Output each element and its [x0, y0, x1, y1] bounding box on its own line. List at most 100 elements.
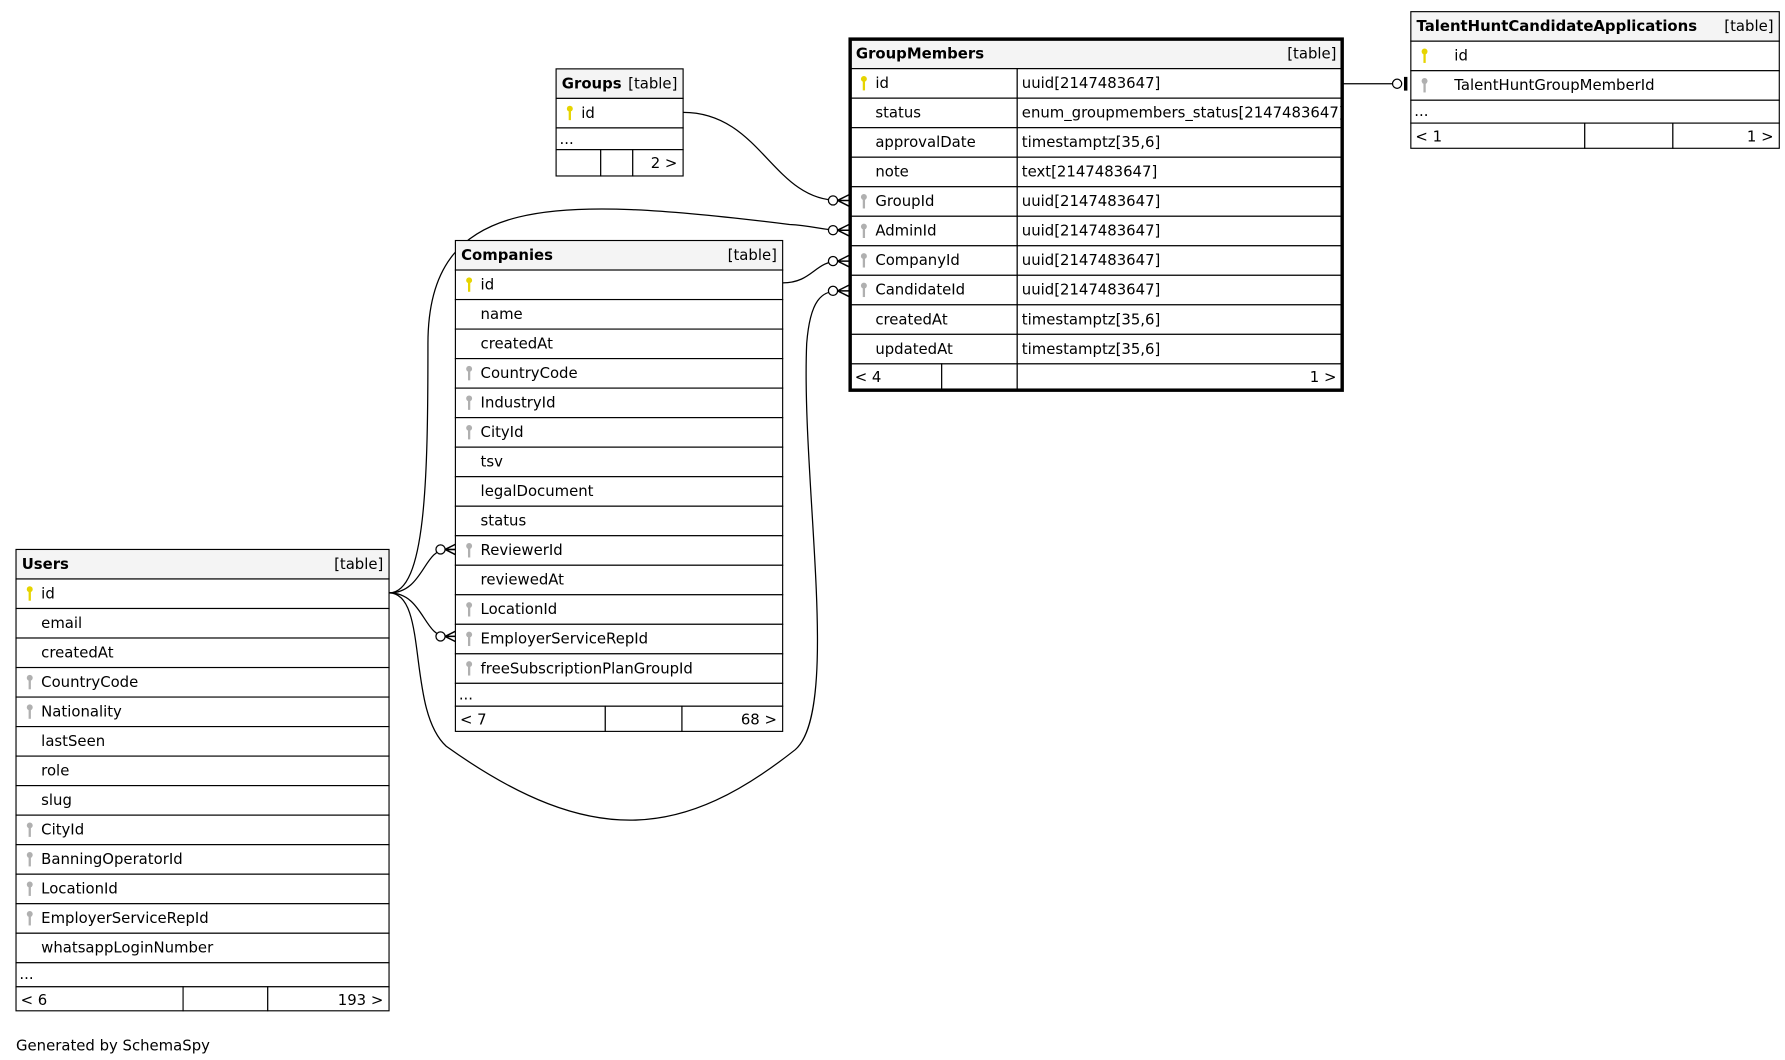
column-name: ReviewerId [481, 541, 563, 559]
column-row: role [15, 755, 390, 787]
many-optional-marker-icon [827, 223, 850, 237]
column-type: timestamptz[35,6] [1022, 340, 1160, 358]
column-name: LocationId [481, 600, 558, 618]
table-users[interactable]: Users[table]idemailcreatedAtCountryCodeN… [15, 548, 390, 1012]
foreign-key-icon [466, 395, 473, 410]
one-optional-marker-icon [1391, 76, 1408, 91]
column-name: TalentHuntGroupMemberId [1453, 76, 1654, 94]
column-row: lastSeen [15, 726, 390, 757]
nav-children[interactable]: 1 > [1747, 127, 1774, 145]
column-name: BanningOperatorId [41, 850, 182, 868]
primary-key-icon [1421, 48, 1428, 63]
foreign-key-icon [466, 543, 473, 558]
column-type: enum_groupmembers_status[2147483647] [1022, 104, 1345, 122]
column-row: EmployerServiceRepId [15, 903, 390, 934]
foreign-key-icon [860, 253, 867, 268]
foreign-key-icon [466, 365, 473, 381]
column-name: status [481, 512, 527, 530]
table-nav[interactable]: 2 > [555, 149, 684, 177]
table-nav[interactable]: < 4 1 > [849, 363, 1343, 391]
column-type: uuid[2147483647] [1022, 192, 1161, 210]
column-name: whatsappLoginNumber [41, 939, 214, 957]
column-type: uuid[2147483647] [1022, 251, 1161, 269]
column-name: legalDocument [481, 482, 594, 500]
many-optional-marker-icon [435, 630, 457, 643]
foreign-key-icon [466, 661, 473, 676]
column-name: id [481, 275, 495, 293]
column-name: CityId [41, 821, 84, 839]
table-name: Groups [562, 74, 622, 92]
column-name: approvalDate [875, 133, 975, 151]
primary-key-icon [566, 105, 573, 121]
foreign-key-icon [26, 881, 33, 896]
foreign-key-icon [26, 911, 33, 926]
nav-children[interactable]: 1 > [1310, 368, 1337, 386]
foreign-key-icon [860, 194, 867, 209]
table-kind: [table] [628, 74, 677, 92]
primary-key-icon [26, 586, 33, 601]
table-talenthunt[interactable]: TalentHuntCandidateApplications[table]id… [1410, 11, 1780, 149]
column-name: lastSeen [41, 732, 105, 750]
table-companies[interactable]: Companies[table]idnamecreatedAtCountryCo… [454, 239, 784, 732]
column-name: CountryCode [481, 364, 578, 382]
column-row: CityId [454, 417, 784, 448]
column-type: uuid[2147483647] [1022, 222, 1161, 240]
many-optional-marker-icon [435, 543, 457, 556]
column-row: BanningOperatorId [15, 844, 390, 875]
table-name: TalentHuntCandidateApplications [1417, 17, 1698, 35]
edge-users-companies-employerrep [389, 592, 456, 638]
foreign-key-icon [1421, 78, 1428, 93]
nav-children[interactable]: 193 > [338, 991, 384, 1009]
nav-parents[interactable]: < 4 [855, 368, 882, 386]
table-kind: [table] [1287, 45, 1336, 63]
column-type: text[2147483647] [1022, 163, 1157, 181]
column-name: CityId [481, 423, 524, 441]
nav-parents[interactable]: < 6 [21, 991, 48, 1009]
primary-key-icon [466, 277, 473, 292]
nav-parents[interactable]: < 7 [460, 711, 487, 729]
table-nav[interactable]: < 6 193 > [15, 986, 390, 1012]
column-name: createdAt [875, 310, 948, 328]
column-row: freeSubscriptionPlanGroupId [454, 653, 784, 684]
table-groups[interactable]: Groups[table]id...2 > [555, 68, 684, 177]
more-columns: ... [459, 685, 473, 703]
nav-children[interactable]: 2 > [651, 154, 678, 172]
column-name: tsv [481, 453, 504, 471]
table-kind: [table] [334, 555, 383, 573]
more-columns: ... [19, 965, 33, 983]
table-kind: [table] [728, 246, 777, 264]
foreign-key-icon [466, 631, 473, 647]
column-name: name [481, 305, 523, 323]
edge-users-companies-reviewer [389, 548, 456, 594]
column-name: reviewedAt [481, 571, 565, 589]
column-name: IndustryId [481, 394, 556, 412]
column-row: createdAt [454, 328, 784, 360]
column-row: createdAt [15, 637, 390, 669]
column-row: ReviewerId [454, 535, 784, 566]
column-name: note [875, 163, 908, 181]
column-name: id [875, 74, 889, 92]
table-nav[interactable]: < 7 68 > [454, 705, 784, 732]
nav-children[interactable]: 68 > [741, 711, 777, 729]
column-name: Nationality [41, 703, 122, 721]
column-row: Nationality [15, 696, 390, 728]
table-nav[interactable]: < 1 1 > [1410, 122, 1780, 149]
column-row: CountryCode [15, 666, 390, 698]
column-row: LocationId [454, 594, 784, 625]
primary-key-icon [860, 75, 867, 91]
column-row: LocationId [15, 873, 390, 905]
relationship-edges [389, 76, 1408, 821]
edge-users-groupmembers-candidate [389, 290, 839, 821]
column-row: tsv [454, 446, 784, 478]
foreign-key-icon [26, 704, 33, 719]
column-name: freeSubscriptionPlanGroupId [481, 659, 693, 677]
column-row: id [1410, 40, 1780, 72]
column-name: GroupId [875, 192, 934, 210]
foreign-key-icon [860, 223, 867, 238]
nav-parents[interactable]: < 1 [1415, 127, 1442, 145]
column-row: CityId [15, 814, 390, 846]
